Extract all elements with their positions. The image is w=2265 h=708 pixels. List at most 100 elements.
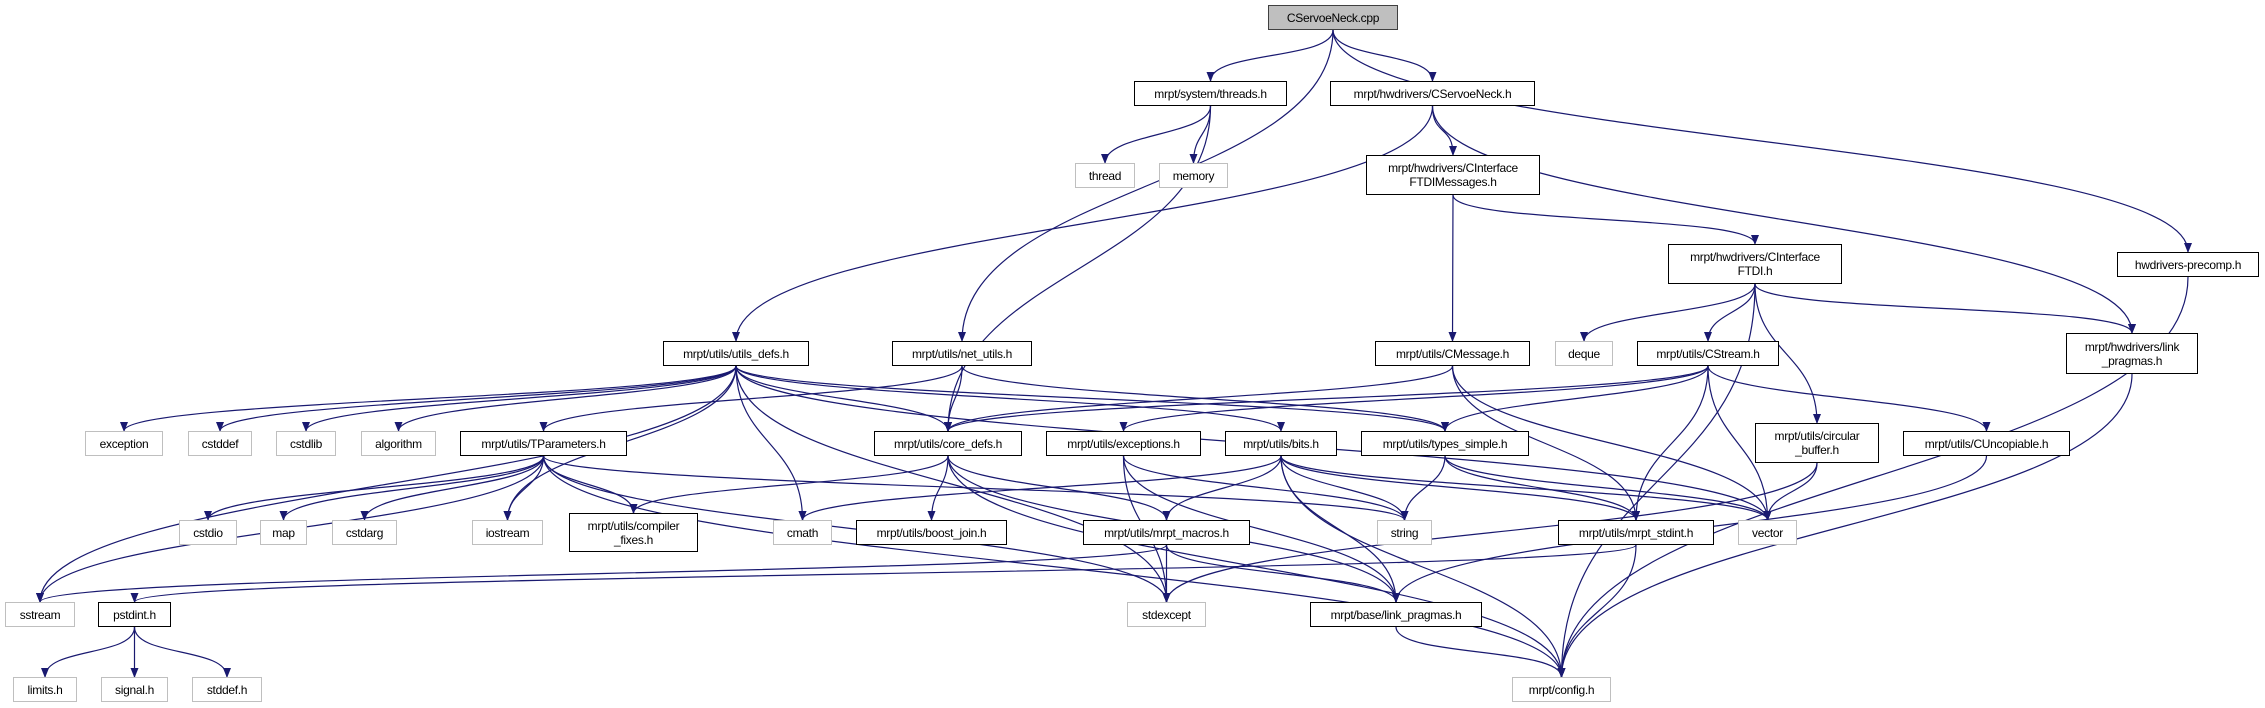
node-cstdio: cstdio [179, 520, 237, 545]
node-tparams[interactable]: mrpt/utils/TParameters.h [460, 431, 627, 456]
edge-core_defs-to-mrpt_macros [947, 455, 1171, 521]
node-utils-defs[interactable]: mrpt/utils/utils_defs.h [663, 341, 809, 366]
node-compiler-fixes[interactable]: mrpt/utils/compiler _fixes.h [569, 513, 698, 552]
node-ftdimsg[interactable]: mrpt/hwdrivers/CInterface FTDIMessages.h [1366, 155, 1540, 195]
edge-cservoeneck_h-to-hw_link [1431, 105, 2136, 334]
edge-cstream-to-types_simple [1441, 365, 1709, 432]
node-mrpt-macros[interactable]: mrpt/utils/mrpt_macros.h [1083, 520, 1250, 545]
edge-cstream-to-mrpt_stdint [1632, 365, 1709, 521]
edge-hw_link-to-config [1557, 373, 2133, 678]
edge-cstream-to-core_defs [944, 365, 1709, 432]
edge-tparams-to-compiler_fixes [542, 455, 638, 514]
edge-circular-to-stdexcept [1162, 462, 1818, 603]
edge-circular-to-vector [1763, 462, 1818, 521]
node-hw-link[interactable]: mrpt/hwdrivers/link _pragmas.h [2066, 333, 2198, 374]
node-deque: deque [1555, 341, 1613, 366]
edge-net_utils-to-types_simple [961, 365, 1449, 432]
edge-utils_defs-to-cstdlib [302, 365, 737, 432]
node-map: map [260, 520, 307, 545]
edge-net_utils-to-core_defs [944, 365, 963, 432]
edge-bits-to-mrpt_stdint [1280, 455, 1640, 521]
node-cstdarg: cstdarg [332, 520, 397, 545]
edge-pstdint-to-stddef [133, 626, 231, 678]
edge-utils_defs-to-exception [120, 365, 737, 432]
node-circular[interactable]: mrpt/utils/circular _buffer.h [1755, 423, 1879, 463]
edge-types_simple-to-string [1400, 455, 1446, 521]
node-signal: signal.h [101, 677, 168, 702]
node-stddef: stddef.h [192, 677, 262, 702]
node-cstream[interactable]: mrpt/utils/CStream.h [1637, 341, 1779, 366]
edge-cmessage-to-vector [1451, 365, 1772, 521]
node-sstream: sstream [5, 602, 75, 627]
node-cuncopiable[interactable]: mrpt/utils/CUncopiable.h [1903, 431, 2070, 456]
node-threads[interactable]: mrpt/system/threads.h [1134, 81, 1287, 106]
edge-mrpt_macros-to-sstream [36, 544, 1168, 603]
edge-utils_defs-to-bits [735, 365, 1285, 432]
node-bits[interactable]: mrpt/utils/bits.h [1225, 431, 1337, 456]
node-string: string [1377, 520, 1432, 545]
node-cstdlib: cstdlib [276, 431, 336, 456]
node-core-defs[interactable]: mrpt/utils/core_defs.h [874, 431, 1022, 456]
edge-pstdint-to-limits [41, 626, 136, 678]
edge-bits-to-vector [1280, 455, 1772, 521]
node-thread: thread [1075, 163, 1135, 188]
edge-utils_defs-to-types_simple [735, 365, 1449, 432]
node-ftdi[interactable]: mrpt/hwdrivers/CInterface FTDI.h [1668, 244, 1842, 284]
edge-bits-to-cmath [798, 455, 1282, 521]
edge-mrpt_macros-to-base_link [1165, 544, 1400, 603]
edge-cstream-to-exceptions [1119, 365, 1709, 432]
edge-bits-to-mrpt_macros [1162, 455, 1282, 521]
edge-threads-to-thread [1101, 105, 1212, 164]
node-exceptions[interactable]: mrpt/utils/exceptions.h [1046, 431, 1201, 456]
edge-ftdi-to-deque [1580, 283, 1756, 342]
edge-cservoeneck_h-to-utils_defs [732, 105, 1434, 342]
edge-cstream-to-vector [1707, 365, 1772, 521]
edge-ftdi-to-hw_link [1754, 283, 2136, 334]
node-precomp[interactable]: hwdrivers-precomp.h [2117, 252, 2259, 277]
edge-cstream-to-cuncopiable [1707, 365, 1991, 432]
node-vector: vector [1738, 520, 1797, 545]
node-cmath: cmath [773, 520, 832, 545]
node-cservoeneck-h[interactable]: mrpt/hwdrivers/CServoeNeck.h [1330, 81, 1535, 106]
node-net-utils[interactable]: mrpt/utils/net_utils.h [892, 341, 1032, 366]
edge-core_defs-to-boost_join [927, 455, 949, 521]
edge-net_utils-to-tparams [539, 365, 963, 432]
node-cmessage[interactable]: mrpt/utils/CMessage.h [1375, 341, 1530, 366]
edge-utils_defs-to-sstream [36, 365, 737, 603]
edge-utils_defs-to-stdexcept [735, 365, 1171, 603]
edge-types_simple-to-mrpt_stdint [1444, 455, 1640, 521]
edge-tparams-to-cstdarg [360, 455, 545, 521]
edge-utils_defs-to-core_defs [735, 365, 952, 432]
edge-tparams-to-cstdio [204, 455, 545, 521]
node-boost-join[interactable]: mrpt/utils/boost_join.h [856, 520, 1007, 545]
node-config: mrpt/config.h [1512, 677, 1611, 702]
edge-bits-to-string [1280, 455, 1409, 521]
edge-types_simple-to-vector [1444, 455, 1772, 521]
node-mrpt-stdint[interactable]: mrpt/utils/mrpt_stdint.h [1558, 520, 1714, 545]
edge-tparams-to-iostream [503, 455, 545, 521]
edge-root-to-threads [1206, 29, 1334, 82]
edge-mrpt_stdint-to-config [1557, 544, 1637, 678]
edge-base_link-to-config [1395, 626, 1566, 678]
node-iostream: iostream [472, 520, 543, 545]
node-limits: limits.h [13, 677, 77, 702]
edge-root-to-cservoeneck_h [1332, 29, 1437, 82]
node-base-link[interactable]: mrpt/base/link_pragmas.h [1310, 602, 1482, 627]
edge-core_defs-to-compiler_fixes [629, 455, 949, 514]
node-root[interactable]: CServoeNeck.cpp [1268, 5, 1398, 30]
edge-root-to-net_utils [958, 29, 1334, 342]
edge-tparams-to-config [542, 455, 1566, 678]
edge-utils_defs-to-cmath [735, 365, 807, 521]
node-pstdint[interactable]: pstdint.h [98, 602, 171, 627]
edge-bits-to-config [1280, 455, 1566, 678]
node-stdexcept: stdexcept [1127, 602, 1206, 627]
edge-exceptions-to-string [1122, 455, 1409, 521]
node-memory: memory [1159, 163, 1228, 188]
node-exception: exception [85, 431, 163, 456]
edge-mrpt_stdint-to-pstdint [130, 544, 1637, 603]
node-types-simple[interactable]: mrpt/utils/types_simple.h [1361, 431, 1529, 456]
edge-utils_defs-to-cstddef [216, 365, 737, 432]
edge-ftdimsg-to-cmessage [1448, 194, 1457, 342]
edge-cservoeneck_h-to-ftdimsg [1431, 105, 1457, 156]
edge-threads-to-core_defs [944, 105, 1212, 432]
